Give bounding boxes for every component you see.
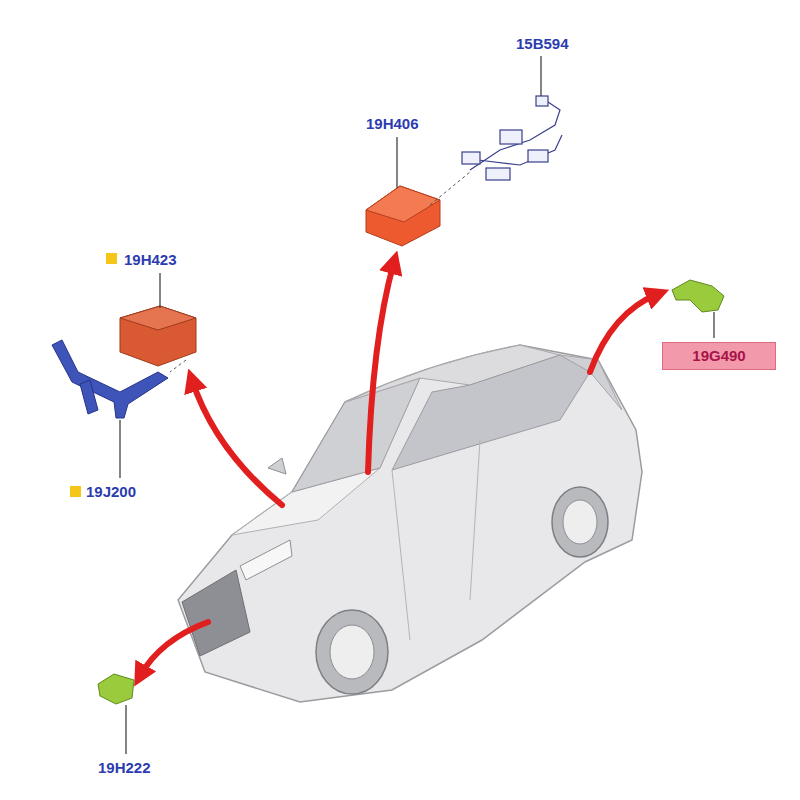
harness-connector — [500, 130, 522, 144]
harness-connector — [528, 150, 548, 162]
red-arrows — [140, 262, 658, 676]
part-number: 19J200 — [86, 484, 136, 501]
rear-rim — [563, 500, 597, 544]
bracket — [52, 340, 168, 418]
car-body — [178, 345, 642, 702]
leader-line — [713, 312, 714, 338]
harness-connector — [462, 152, 480, 164]
module-top — [366, 186, 440, 222]
red-arrow — [590, 294, 658, 372]
car-side-windows — [392, 355, 590, 470]
front-rim — [330, 625, 374, 679]
car-windshield — [292, 378, 420, 492]
sensor-body — [672, 280, 724, 312]
orange-module — [366, 186, 440, 246]
harness-wire — [470, 100, 560, 170]
front-wheel — [316, 610, 388, 694]
bracket-arm — [52, 340, 168, 418]
leader-line — [119, 420, 120, 478]
part-number: 19H406 — [366, 116, 419, 133]
car-grille — [182, 570, 250, 656]
car-outline — [178, 345, 642, 702]
red-arrow — [368, 262, 394, 472]
green-sensor — [98, 280, 724, 704]
dashed-link — [430, 172, 470, 205]
car-mirror — [268, 458, 286, 474]
red-arrow — [140, 622, 208, 676]
car-headlight — [240, 540, 292, 580]
wiring-harness — [462, 96, 562, 180]
leader-line — [540, 56, 541, 96]
leader-line — [159, 273, 160, 308]
harness-connector — [486, 168, 510, 180]
highlight-box: 19G490 — [662, 342, 776, 370]
yellow-marker — [106, 253, 117, 264]
yellow-marker — [70, 486, 81, 497]
module-19h423 — [120, 306, 196, 366]
rear-wheel — [552, 487, 608, 557]
part-number: 19H423 — [124, 252, 177, 269]
dashed-link — [170, 360, 186, 372]
car-door-line — [392, 440, 480, 640]
leader-line — [396, 137, 397, 188]
part-number: 19H222 — [98, 760, 151, 777]
part-number: 19G490 — [663, 348, 775, 365]
module-top — [120, 306, 196, 330]
part-number: 15B594 — [516, 36, 569, 53]
module-body — [120, 306, 196, 366]
leader-lines — [120, 56, 714, 754]
harness-connector — [536, 96, 548, 106]
module-body — [366, 186, 440, 246]
leader-line — [125, 705, 126, 754]
sensor-body — [98, 674, 134, 704]
bracket-arm — [80, 380, 98, 414]
red-arrow — [192, 380, 282, 505]
